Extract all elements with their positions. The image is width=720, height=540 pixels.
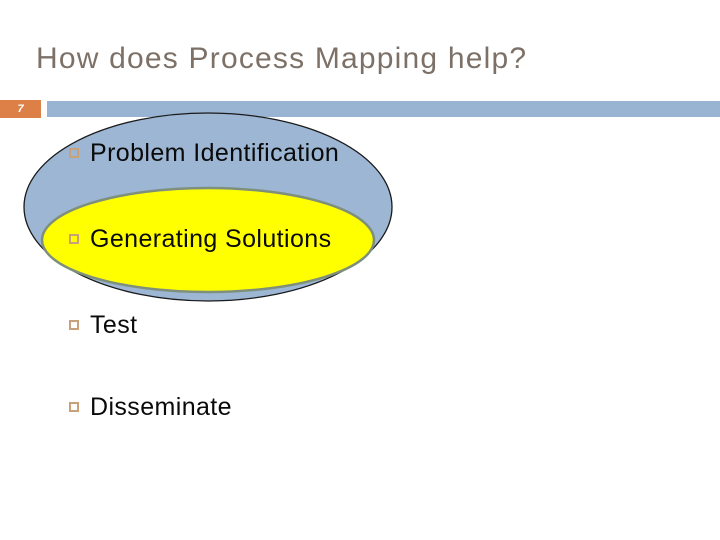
- page-number-badge: 7: [0, 100, 41, 118]
- bullet-label: Generating Solutions: [90, 224, 332, 253]
- yellow-ellipse-shape: [40, 186, 376, 294]
- slide-title: How does Process Mapping help?: [36, 42, 528, 75]
- bullet-item-disseminate: Disseminate: [69, 392, 232, 422]
- page-number: 7: [17, 103, 24, 115]
- bullet-label: Test: [90, 310, 138, 339]
- bullet-square-icon: [69, 234, 79, 244]
- bullet-item-test: Test: [69, 310, 137, 340]
- bullet-square-icon: [69, 402, 79, 412]
- bullet-label: Problem Identification: [90, 138, 340, 167]
- highlight-ellipses-graphic: [23, 112, 393, 302]
- bullet-item-problem-identification: Problem Identification: [69, 138, 339, 168]
- bullet-square-icon: [69, 148, 79, 158]
- bullet-square-icon: [69, 320, 79, 330]
- bullet-item-generating-solutions: Generating Solutions: [69, 224, 331, 254]
- bullet-label: Disseminate: [90, 392, 232, 421]
